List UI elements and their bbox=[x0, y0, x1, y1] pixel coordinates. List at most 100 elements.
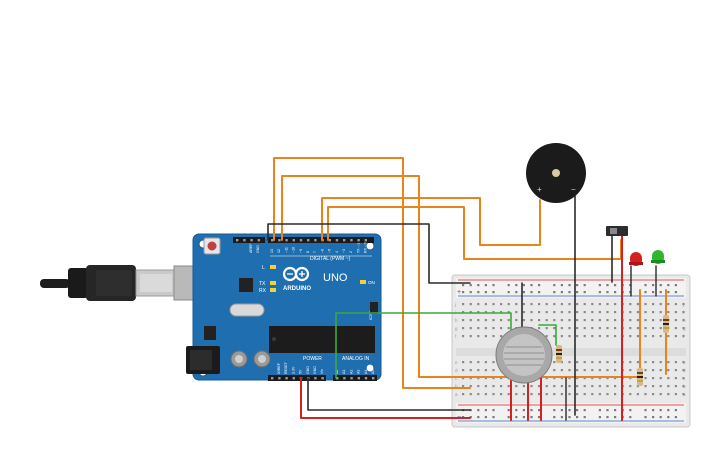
breadboard-row-letter: h bbox=[683, 318, 686, 323]
wire-orange-d11[interactable] bbox=[273, 157, 471, 389]
wire-orange-d6[interactable] bbox=[321, 197, 541, 246]
label-tx: TX bbox=[259, 281, 266, 287]
power-jack-icon bbox=[186, 346, 220, 374]
wire-red-5v[interactable] bbox=[300, 377, 471, 419]
pin-label: ~6 bbox=[320, 249, 324, 253]
digital-label: DIGITAL (PWM ~) bbox=[310, 256, 350, 262]
breadboard-row-letter: d bbox=[455, 368, 458, 373]
icsp-header bbox=[370, 302, 378, 314]
wire-green-a0[interactable] bbox=[335, 312, 512, 379]
pin-label: RESET bbox=[284, 361, 288, 374]
resistor-icon[interactable] bbox=[637, 368, 643, 386]
breadboard-row-letter: c bbox=[455, 376, 458, 381]
breadboard-row-letter: f bbox=[455, 334, 457, 339]
wire-green-sensor[interactable] bbox=[538, 324, 557, 346]
slide-switch-icon[interactable] bbox=[606, 226, 628, 236]
buzzer-plus-label: + bbox=[537, 185, 542, 194]
pin-label: 8 bbox=[306, 251, 310, 253]
label-l: L bbox=[262, 265, 265, 271]
led-l-indicator bbox=[270, 265, 276, 269]
pin-label: 5V bbox=[299, 369, 303, 374]
pin-label: 13 bbox=[270, 249, 274, 253]
usb-cable-icon[interactable] bbox=[40, 265, 201, 301]
pin-label: ~11 bbox=[284, 247, 288, 253]
led-green-icon[interactable] bbox=[651, 250, 665, 264]
breadboard-row-letter: b bbox=[683, 384, 686, 389]
analog-label: ANALOG IN bbox=[342, 356, 370, 362]
led-rx-indicator bbox=[270, 288, 276, 292]
piezo-buzzer-icon[interactable]: + − bbox=[526, 143, 586, 203]
atmega-chip-icon bbox=[269, 326, 375, 353]
crystal-icon bbox=[229, 303, 265, 317]
pin-label: ~10 bbox=[292, 247, 296, 253]
digital-header-upper bbox=[233, 237, 265, 243]
buzzer-minus-label: − bbox=[571, 185, 576, 194]
breadboard-row-letter: d bbox=[683, 368, 686, 373]
pin-label: A5 bbox=[371, 370, 375, 374]
power-header bbox=[268, 375, 326, 381]
pin-label: A1 bbox=[342, 370, 346, 374]
reset-button[interactable] bbox=[203, 237, 221, 255]
arduino-brand-text: ARDUINO bbox=[283, 286, 311, 292]
breadboard-row-letter: j bbox=[682, 302, 684, 307]
resistor-icon[interactable] bbox=[556, 345, 562, 363]
pin-label: 2 bbox=[349, 251, 353, 253]
pin-label: A4 bbox=[364, 370, 368, 374]
wires bbox=[267, 157, 667, 421]
pin-label: 12 bbox=[277, 249, 281, 253]
label-rx: RX bbox=[259, 288, 267, 294]
pin-label: GND bbox=[256, 245, 260, 253]
pin-label: AREF bbox=[249, 243, 253, 253]
pin-label: 4 bbox=[335, 251, 339, 253]
pin-label: ~9 bbox=[299, 249, 303, 253]
pin-label: 3.3V bbox=[291, 366, 295, 374]
pin-label: A0 bbox=[335, 370, 339, 374]
breadboard-row-letter: a bbox=[455, 392, 458, 397]
breadboard-row-letter: h bbox=[455, 318, 458, 323]
label-icsp: ICSP bbox=[368, 310, 373, 320]
pin-label: GND bbox=[313, 366, 317, 374]
led-red-icon[interactable] bbox=[629, 252, 643, 266]
breadboard-row-letter: f bbox=[683, 334, 685, 339]
arduino-logo-icon bbox=[282, 266, 310, 282]
breadboard-row-letter: c bbox=[683, 376, 686, 381]
breadboard-row-letter: e bbox=[455, 360, 458, 365]
analog-header bbox=[333, 375, 377, 381]
led-tx-indicator bbox=[270, 281, 276, 285]
arduino-uno-board[interactable]: L TX RX ON ICSP ARDUINO UNO DIGITAL (PWM… bbox=[186, 233, 382, 381]
breadboard-row-letter: g bbox=[683, 326, 686, 331]
breadboard-row-letter: e bbox=[683, 360, 686, 365]
breadboard-row-letter: b bbox=[455, 384, 458, 389]
breadboard-row-letter: a bbox=[683, 392, 686, 397]
breadboard-row-letter: i bbox=[683, 310, 684, 315]
regulator-icon bbox=[204, 326, 216, 340]
pin-label: ~3 bbox=[342, 249, 346, 253]
arduino-model-text: UNO bbox=[323, 272, 348, 284]
wire-black-gnd-bottom[interactable] bbox=[307, 377, 471, 411]
breadboard-row-letter: j bbox=[454, 302, 456, 307]
wire-orange-d10[interactable] bbox=[281, 175, 641, 378]
usb-chip-icon bbox=[239, 278, 253, 292]
label-on: ON bbox=[368, 280, 375, 285]
gas-sensor-icon[interactable] bbox=[495, 326, 553, 384]
pin-label: IOREF bbox=[277, 362, 281, 374]
pin-label: TX→1 bbox=[356, 243, 360, 253]
pin-label: ~5 bbox=[328, 249, 332, 253]
pin-label: A2 bbox=[349, 370, 353, 374]
rail-plus-label: + bbox=[457, 289, 461, 296]
led-on-indicator bbox=[360, 280, 366, 284]
resistor-icon[interactable] bbox=[663, 315, 669, 333]
power-label: POWER bbox=[303, 356, 322, 362]
pin-label: 7 bbox=[313, 251, 317, 253]
pin-label: Vin bbox=[320, 369, 324, 374]
breadboard-row-letter: g bbox=[455, 326, 458, 331]
wire-black-gnd-top[interactable] bbox=[267, 223, 471, 284]
pin-label: RX←0 bbox=[364, 242, 368, 253]
pin-label: A3 bbox=[357, 370, 361, 374]
